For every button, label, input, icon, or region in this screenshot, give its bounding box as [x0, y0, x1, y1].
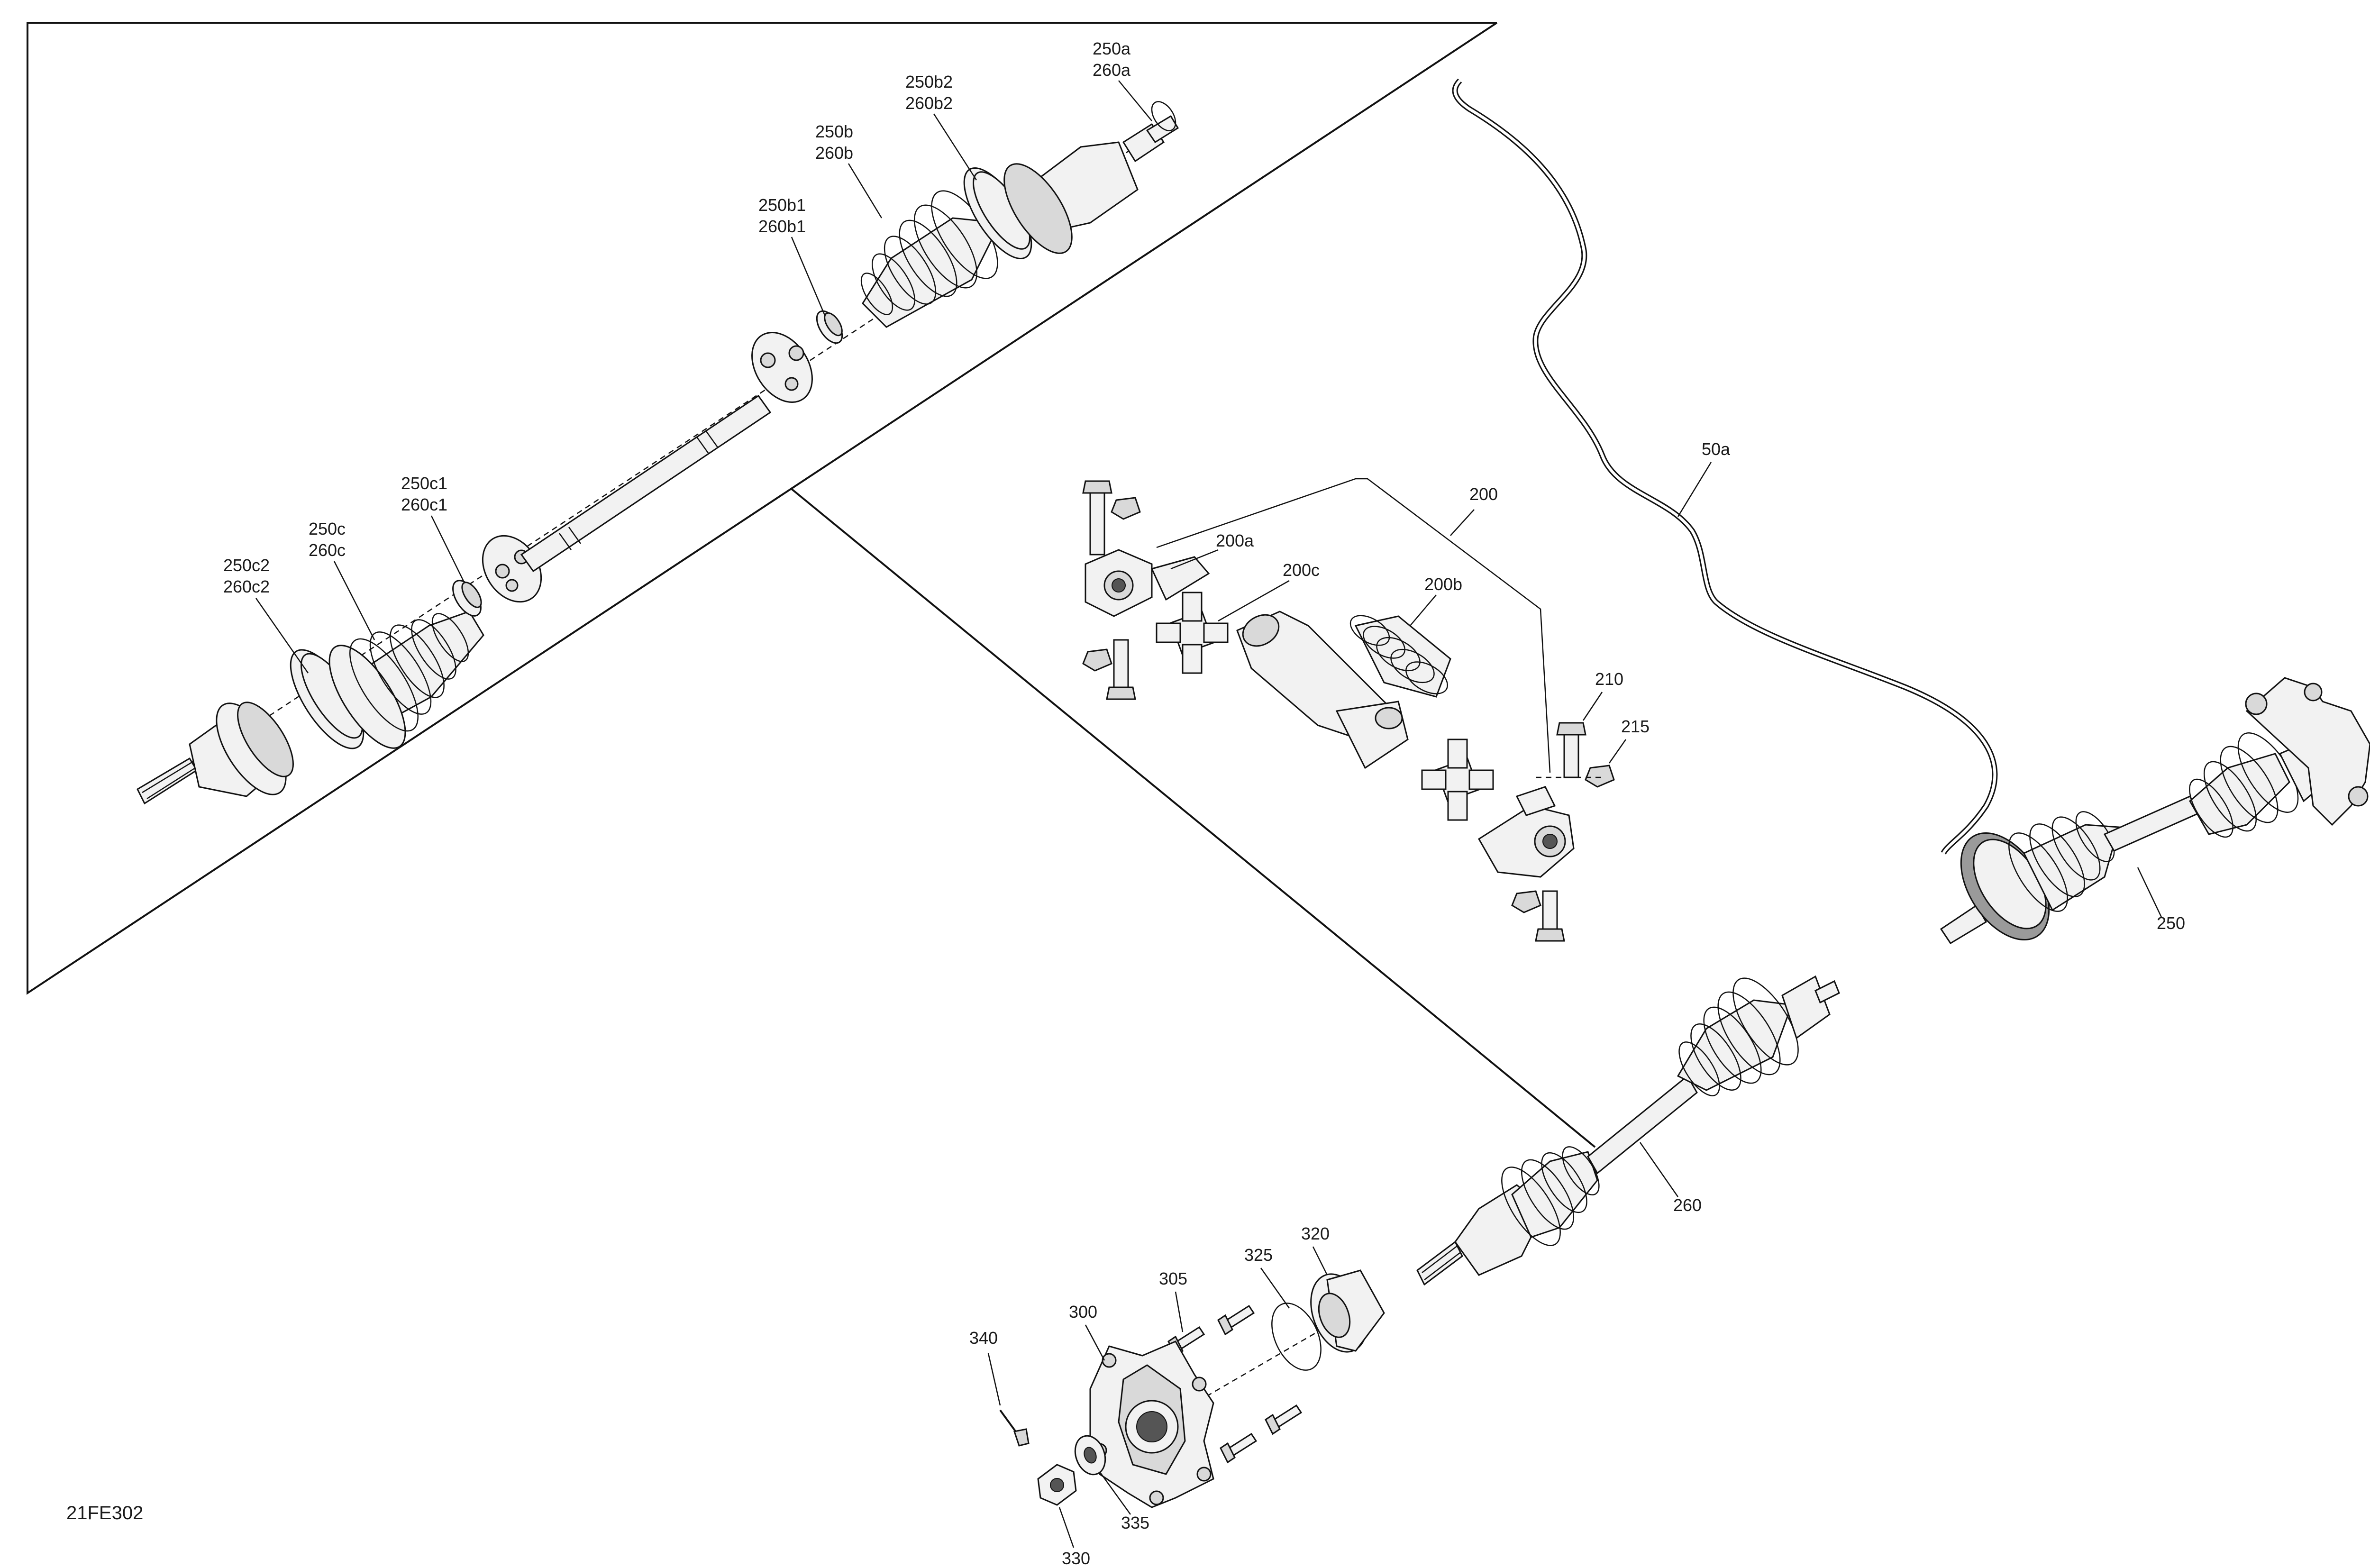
- callout-250b: 250b 260b: [815, 122, 883, 219]
- inner-boot-small-clamp: [816, 310, 843, 344]
- svg-text:260c: 260c: [309, 540, 346, 560]
- inner-cv-housing: [1003, 115, 1179, 254]
- universal-joint-cross-rear: [1421, 738, 1494, 821]
- wheel-bearing: [1310, 1269, 1385, 1353]
- svg-text:260: 260: [1673, 1195, 1702, 1215]
- callout-250b2: 250b2 260b2: [905, 72, 977, 181]
- svg-text:200b: 200b: [1424, 574, 1462, 594]
- callout-260: 260: [1639, 1142, 1702, 1215]
- svg-text:260b2: 260b2: [905, 93, 953, 113]
- svg-text:250c1: 250c1: [401, 474, 447, 493]
- inner-small-clamp: [452, 580, 482, 617]
- svg-text:250c2: 250c2: [223, 556, 270, 575]
- detail-inset-frame: [27, 22, 1498, 995]
- callout-250b1: 250b1 260b1: [758, 195, 826, 316]
- bolt-front-lower: [1106, 639, 1136, 700]
- callout-50a: 50a: [1677, 439, 1731, 517]
- callout-200c: 200c: [1218, 560, 1320, 622]
- svg-text:330: 330: [1062, 1549, 1090, 1568]
- callout-325: 325: [1244, 1245, 1290, 1309]
- svg-text:260b1: 260b1: [758, 217, 806, 236]
- hub-bolt-4: [1220, 1432, 1258, 1464]
- callout-300: 300: [1069, 1302, 1105, 1361]
- callout-250c: 250c 260c: [309, 519, 375, 640]
- svg-text:260a: 260a: [1093, 60, 1131, 80]
- callout-335: 335: [1099, 1471, 1149, 1532]
- hub-nut: [1037, 1464, 1077, 1506]
- reference-code: 21FE302: [66, 1503, 143, 1523]
- svg-text:320: 320: [1301, 1224, 1330, 1243]
- svg-text:250c: 250c: [309, 519, 346, 538]
- propeller-shaft-bracket: [1156, 478, 1551, 773]
- callout-305: 305: [1159, 1269, 1187, 1332]
- drive-axle-250: [1940, 677, 2370, 945]
- callout-330: 330: [1058, 1507, 1090, 1568]
- inner-tripod: [751, 332, 813, 403]
- svg-text:215: 215: [1621, 717, 1650, 736]
- nut-rear-lower: [1511, 890, 1541, 913]
- yoke-front: [1085, 549, 1210, 617]
- svg-text:200a: 200a: [1216, 531, 1254, 550]
- svg-text:300: 300: [1069, 1302, 1097, 1322]
- svg-text:250a: 250a: [1093, 39, 1131, 58]
- nut-rear-upper: [1585, 765, 1615, 788]
- callout-320: 320: [1301, 1224, 1330, 1276]
- callout-210: 210: [1582, 669, 1623, 721]
- outer-boot: [328, 611, 484, 749]
- callout-250c2: 250c2 260c2: [223, 556, 309, 674]
- callout-250a: 250a 260a: [1093, 39, 1152, 121]
- universal-joint-cross-front: [1156, 592, 1229, 674]
- svg-text:200c: 200c: [1283, 560, 1320, 580]
- drive-axle-260: [1416, 975, 1840, 1286]
- callout-340: 340: [969, 1328, 1001, 1406]
- bolt-rear-upper: [1556, 722, 1586, 778]
- svg-text:210: 210: [1595, 669, 1623, 689]
- hub-bolt-2: [1217, 1304, 1255, 1336]
- callout-250c1: 250c1 260c1: [401, 474, 465, 583]
- svg-text:325: 325: [1244, 1245, 1273, 1265]
- svg-text:260b: 260b: [815, 143, 853, 163]
- propeller-shaft-boot: [1349, 615, 1451, 698]
- svg-text:200: 200: [1469, 484, 1498, 504]
- svg-text:250b2: 250b2: [905, 72, 953, 91]
- callout-200b: 200b: [1410, 574, 1462, 626]
- outer-cage: [482, 535, 542, 603]
- callout-215: 215: [1608, 717, 1650, 764]
- callout-200: 200: [1450, 484, 1498, 536]
- bolt-front-upper: [1082, 480, 1112, 556]
- nut-front-upper: [1111, 497, 1141, 520]
- axle-shaft: [520, 394, 772, 573]
- bolt-rear-lower: [1535, 890, 1565, 942]
- svg-text:250b1: 250b1: [758, 195, 806, 215]
- nut-front-lower: [1082, 648, 1112, 672]
- svg-text:250b: 250b: [815, 122, 853, 141]
- svg-text:340: 340: [969, 1328, 998, 1348]
- vent-hose: [1452, 78, 1998, 855]
- yoke-rear: [1477, 786, 1575, 878]
- washer: [1074, 1435, 1106, 1476]
- outer-cv-joint: [137, 702, 294, 805]
- circlip: [1151, 101, 1176, 131]
- retaining-ring: [1271, 1303, 1322, 1371]
- callout-200a: 200a: [1170, 531, 1254, 570]
- svg-text:335: 335: [1121, 1513, 1149, 1532]
- svg-text:50a: 50a: [1702, 439, 1731, 459]
- svg-text:260c2: 260c2: [223, 577, 270, 596]
- axle-detail-assembly: [137, 101, 1179, 805]
- cotter-pin: [999, 1409, 1030, 1447]
- svg-text:305: 305: [1159, 1269, 1187, 1288]
- svg-text:260c1: 260c1: [401, 495, 447, 514]
- hub-bolt-3: [1265, 1404, 1303, 1435]
- wheel-hub: [1089, 1340, 1214, 1508]
- detail-reference-leader: [790, 487, 1596, 1148]
- callout-250: 250: [2137, 867, 2185, 933]
- propeller-shaft-tube: [1236, 611, 1409, 769]
